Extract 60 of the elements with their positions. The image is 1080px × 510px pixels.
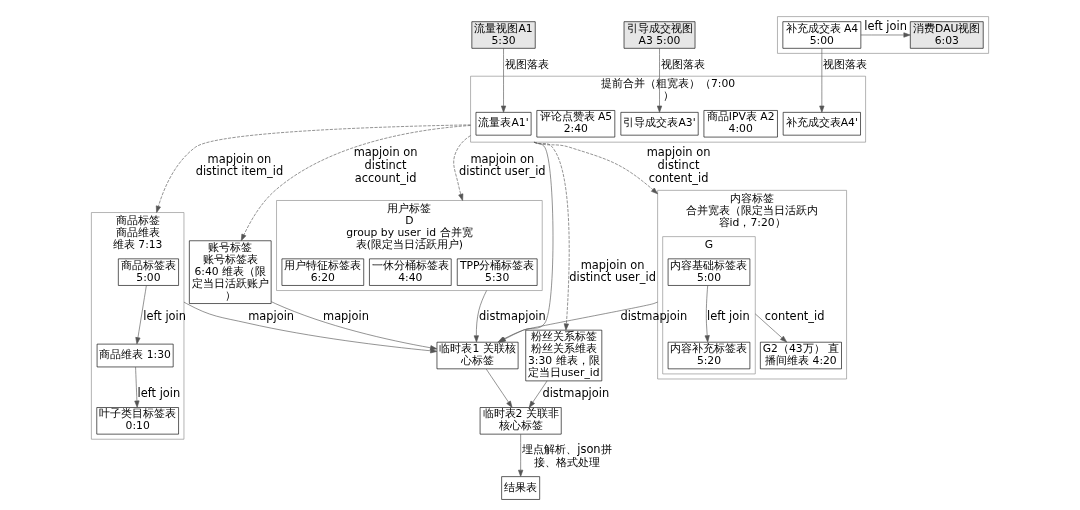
- node-box: 临时表1 关联核心标签: [436, 341, 519, 369]
- edge-label: content_id: [764, 308, 825, 323]
- node-box: 消费DAU视图 6:03: [910, 20, 984, 49]
- edge-label: mapjoin on distinct account_id: [353, 144, 418, 185]
- arrow: [528, 380, 548, 408]
- edge-label: mapjoin: [323, 308, 369, 323]
- edge-label: mapjoin on distinct user_id: [569, 257, 656, 284]
- arrow: [183, 301, 438, 353]
- edge-label: mapjoin on distinct item_id: [195, 151, 284, 178]
- arrow: [453, 134, 471, 201]
- node-box: 用户特征标签表 6:20: [281, 258, 365, 286]
- arrow: [271, 300, 438, 350]
- node-box: 补充成交表 A4 5:00: [782, 20, 862, 49]
- node-box: 流量视图A1 5:30: [471, 20, 536, 49]
- node-box: 粉丝关系标签 粉丝关系维表 3:30 维表，限定当日user_id: [525, 329, 603, 381]
- node-box: 引导成交视图 A3 5:00: [623, 20, 696, 49]
- node-box: 结果表: [501, 475, 540, 500]
- arrow: [657, 47, 663, 113]
- arrow: [860, 31, 911, 38]
- edge-label: left join: [706, 308, 750, 323]
- node-box: G2（43万） 直播间维表 4:20: [760, 341, 842, 369]
- node-box: 叶子类目标签表 0:10: [96, 406, 179, 434]
- node-box: 一休分桶标签表 4:40: [369, 258, 452, 286]
- arrow: [501, 47, 507, 113]
- edge-label: mapjoin on distinct user_id: [458, 151, 546, 178]
- node-box: TPP分桶标签表 5:30: [456, 258, 538, 286]
- arrow: [533, 141, 658, 194]
- arrow: [485, 368, 513, 408]
- node-box: 内容基础标签表 5:00: [667, 258, 751, 286]
- edge-label: 视图落表: [504, 56, 549, 71]
- arrow: [754, 313, 787, 342]
- edge-label: 视图落表: [660, 56, 705, 71]
- edge-label: left join: [864, 18, 907, 33]
- node-box: 流量表A1': [475, 111, 532, 135]
- arrow: [135, 284, 147, 344]
- arrow: [134, 366, 140, 408]
- node-box: 商品标签表 5:00: [118, 258, 179, 286]
- arrow: [704, 284, 710, 342]
- arrow: [155, 124, 471, 213]
- node-box: 临时表2 关联非核心标签: [479, 406, 562, 434]
- arrow: [240, 124, 471, 241]
- edge-label: mapjoin: [248, 308, 295, 323]
- node-box: 商品IPV表 A2 4:00: [703, 109, 778, 137]
- edge-label: left join: [137, 385, 181, 400]
- node-box: 账号标签 账号标签表 6:40 维表（限定当日活跃账户）: [189, 239, 272, 304]
- node-box: 评论点赞表 A5 2:40: [536, 109, 616, 137]
- node-box: 引导成交表A3': [620, 111, 699, 135]
- arrow: [518, 433, 524, 477]
- node-box: 商品维表 1:30: [96, 343, 174, 367]
- cluster: [777, 15, 989, 54]
- edge-label: 埋点解析、json拼接、格式处理: [522, 441, 612, 469]
- edge-label: mapjoin on distinct content_id: [646, 144, 711, 185]
- edge-label: 视图落表: [822, 56, 867, 71]
- node-box: 内容补充标签表 5:20: [667, 341, 751, 369]
- arrow: [819, 47, 825, 113]
- edge-label: distmapjoin: [542, 385, 610, 400]
- arrow: [473, 289, 487, 342]
- edge-label: left join: [143, 308, 186, 323]
- edge-label: distmapjoin: [479, 308, 546, 323]
- node-box: 补充成交表A4': [782, 111, 861, 135]
